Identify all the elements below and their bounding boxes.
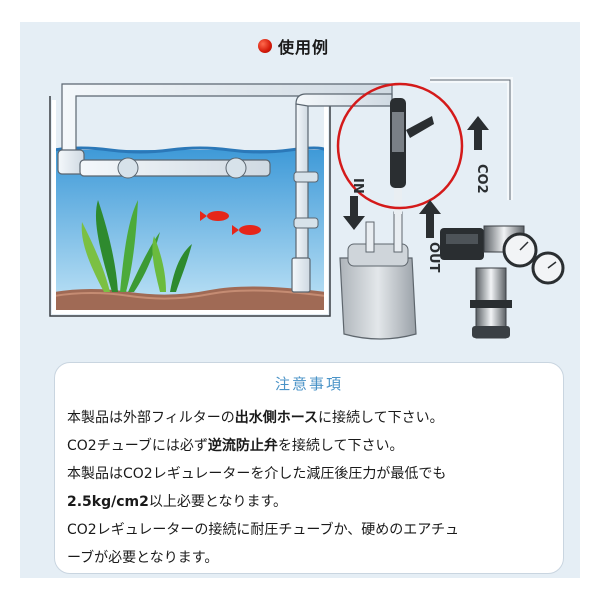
arrow-up-co2-icon: [467, 116, 489, 150]
label-co2: CO2: [474, 164, 489, 194]
note-line-5: CO2レギュレーターの接続に耐圧チューブか、硬めのエアチュ: [67, 522, 460, 538]
usage-example-heading: 使用例: [258, 34, 329, 58]
caution-notes-box: 注意事項 本製品は外部フィルターの出水側ホースに接続して下さい。 CO2チューブ…: [54, 362, 564, 574]
co2-tube-outline: [430, 79, 511, 200]
red-dot-icon: [258, 39, 272, 53]
note-line-3: 本製品はCO2レギュレーターを介した減圧後圧力が最低でも: [67, 466, 447, 482]
label-out: OUT: [426, 242, 441, 273]
co2-tubing: [394, 77, 513, 214]
external-filter: [339, 211, 417, 340]
arrow-up-icon: [419, 200, 441, 238]
arrow-down-icon: [343, 196, 365, 230]
label-in: IN: [350, 178, 365, 194]
note-line-2: CO2チューブには必ず逆流防止弁を接続して下さい。: [67, 438, 404, 454]
highlight-ring: [336, 82, 464, 210]
heading-text: 使用例: [278, 38, 330, 57]
caution-notes-title: 注意事項: [274, 375, 343, 393]
co2-regulator: [440, 225, 565, 339]
aquatic-plants: [81, 200, 192, 292]
flow-arrows: [343, 116, 489, 238]
fish: [200, 211, 261, 235]
note-line-1: 本製品は外部フィルターの出水側ホースに接続して下さい。: [67, 410, 444, 426]
note-line-6: ーブが必要となります。: [67, 550, 219, 566]
note-line-4: 2.5kg/cm2以上必要となります。: [67, 494, 288, 510]
aquarium-tank: [49, 96, 331, 317]
suction-cups: [117, 157, 319, 229]
co2-diffuser-valve: [390, 98, 434, 188]
